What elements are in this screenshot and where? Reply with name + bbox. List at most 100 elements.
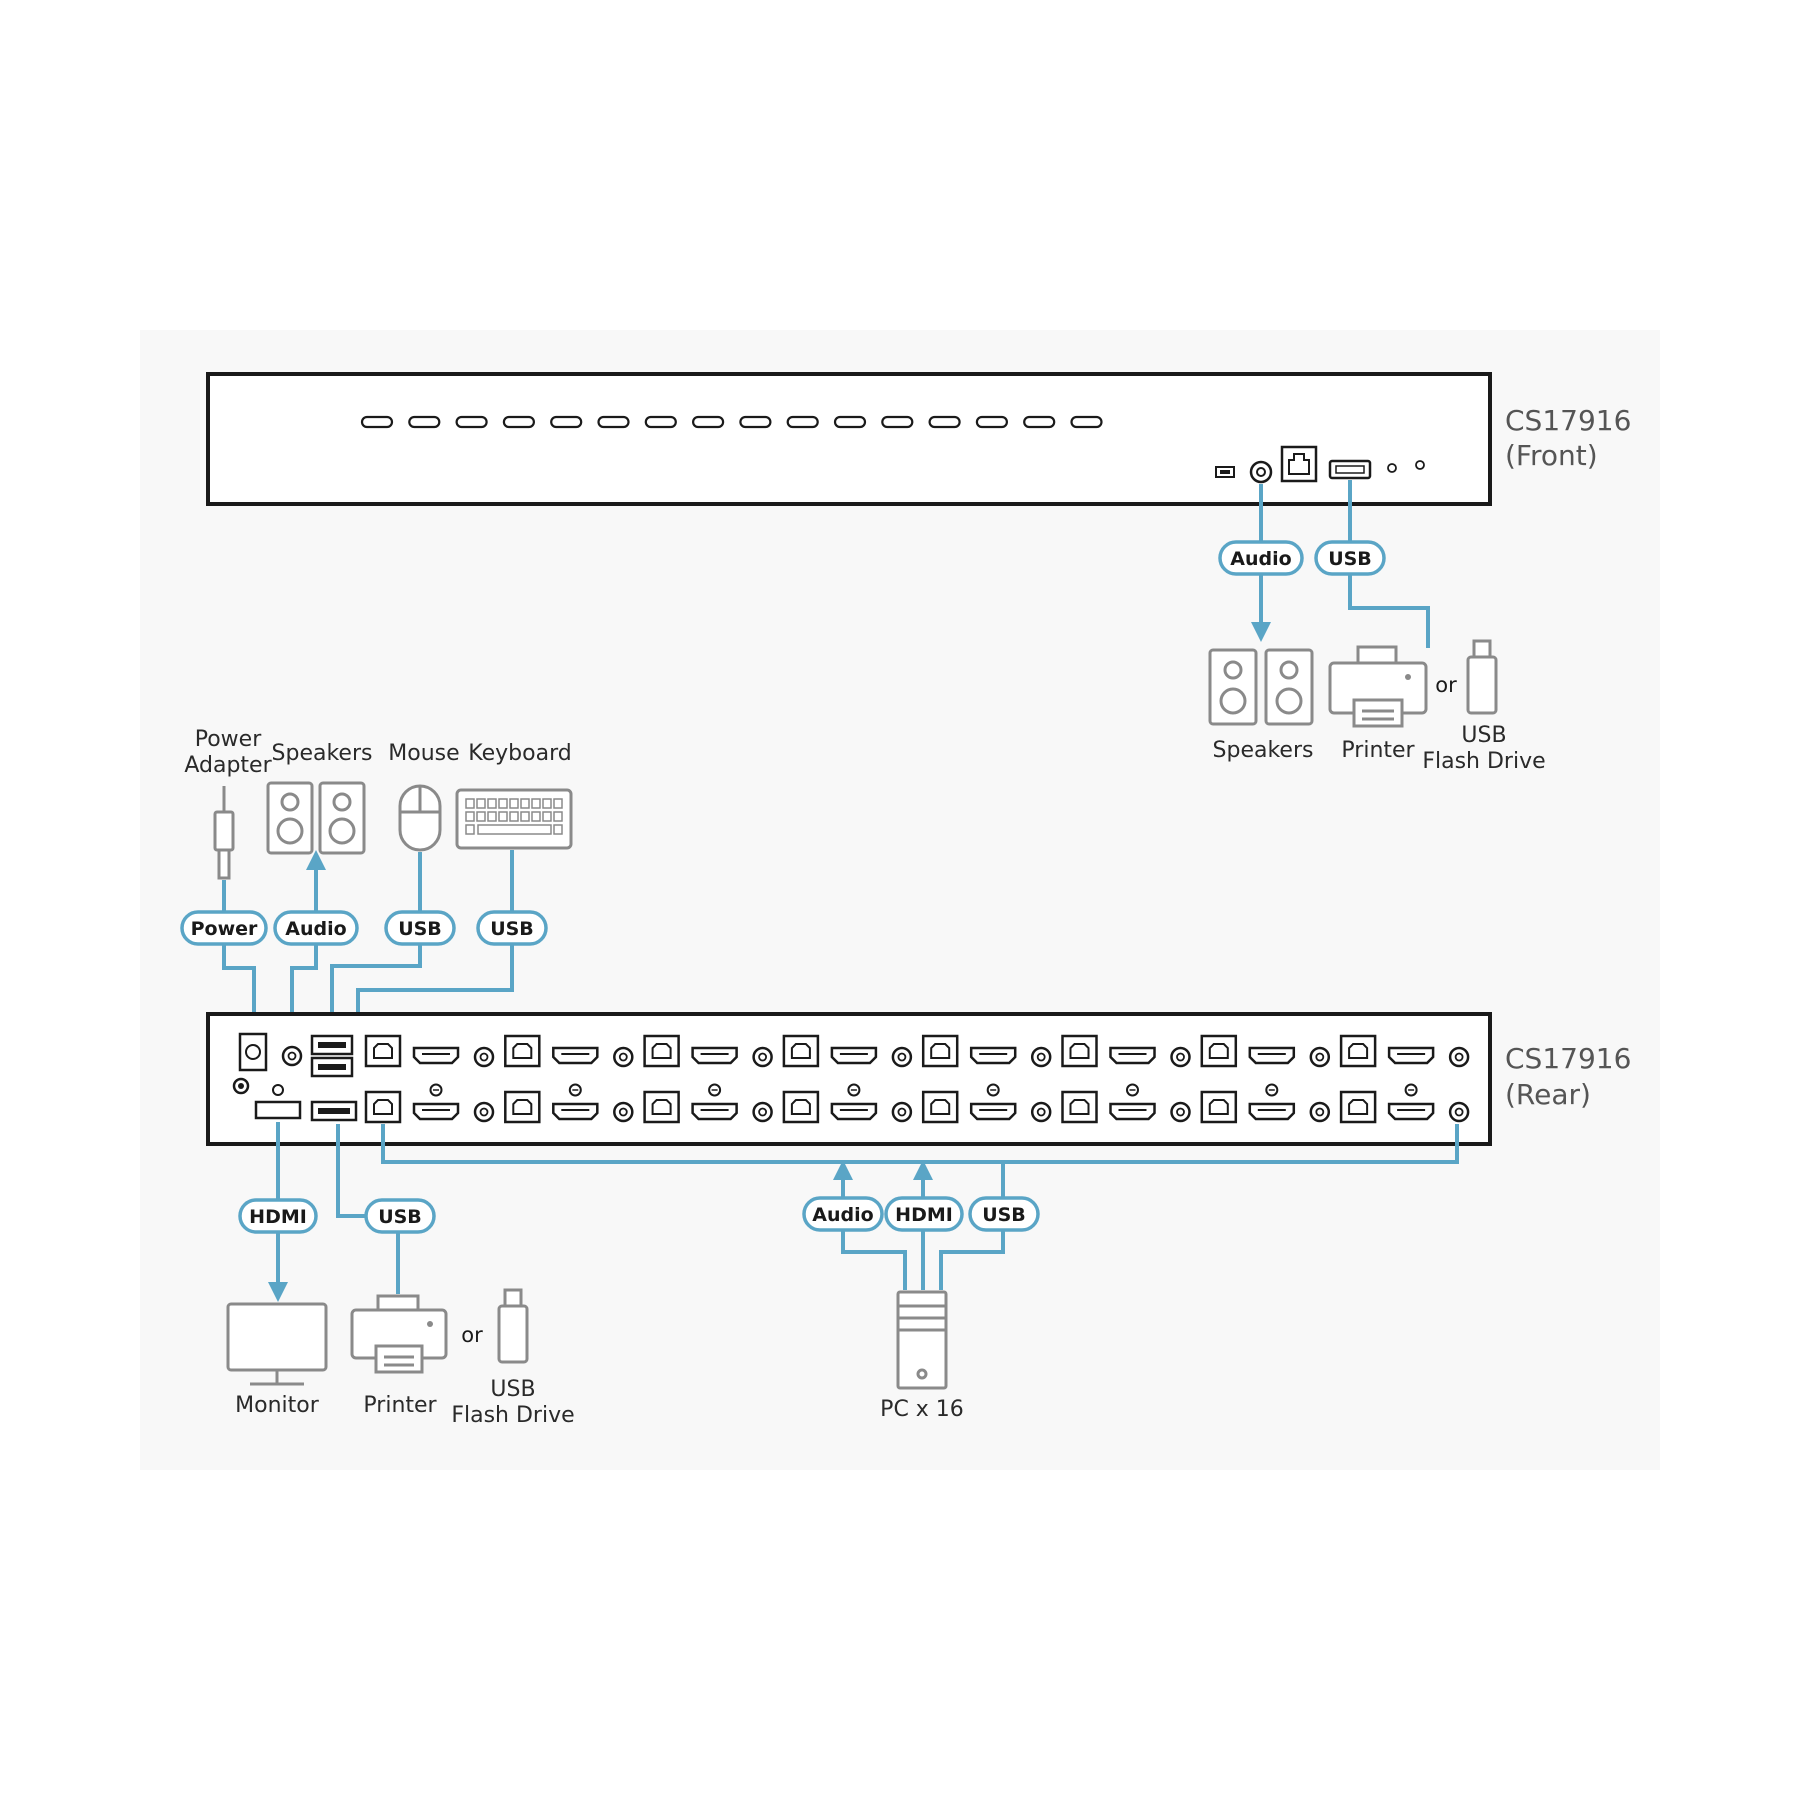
power-tag: Power	[180, 910, 268, 946]
front-model-name: CS17916	[1505, 404, 1631, 437]
power-adapter-label-line2: Adapter	[184, 753, 272, 778]
pc-port-16-audio	[1448, 1101, 1470, 1123]
rear-speakers-audio-tag: Audio	[273, 910, 359, 946]
keyboard-key	[498, 798, 508, 809]
pc-port-1-usb-inner	[373, 1043, 393, 1059]
pc-port-1-hdmi	[412, 1046, 460, 1065]
keyboard-key	[553, 798, 563, 809]
front-port-button-12	[881, 415, 914, 429]
pc-port-8-usb	[782, 1090, 820, 1124]
pc-port-9-audio-center	[1036, 1052, 1046, 1062]
keyboard-key	[542, 798, 552, 809]
pc-port-16-usb-inner	[1348, 1099, 1369, 1115]
front-rj-port-inner	[1288, 453, 1310, 475]
front-audio-jack	[1249, 460, 1273, 484]
rear-console-audio-jack	[281, 1045, 303, 1067]
pc-port-11-usb	[1061, 1034, 1098, 1068]
monitor-hdmi-tag: HDMI	[238, 1198, 318, 1234]
front-port-button-2	[408, 415, 441, 429]
pc-port-4-hdmi	[552, 1102, 599, 1121]
front-side-label: (Front)	[1505, 439, 1598, 472]
rear-console-usb-port-2-inner	[318, 1064, 346, 1070]
front-port-button-4	[502, 415, 535, 429]
pc-port-15-usb	[1339, 1034, 1377, 1068]
pc-port-8-audio-center	[897, 1107, 907, 1117]
pc-port-4-audio-center	[618, 1107, 628, 1117]
power-tag-label: Power	[191, 918, 258, 940]
front-usb-line-bottom	[1348, 574, 1430, 648]
pc-port-3-hdmi	[552, 1046, 599, 1065]
printer-usb-tag: USB	[364, 1198, 436, 1234]
keyboard-key	[465, 824, 475, 835]
printer-usb-tag-label: USB	[378, 1206, 422, 1228]
printer-usb-line-top	[336, 1124, 366, 1218]
pc-port-3-audio-center	[618, 1052, 628, 1062]
pc-port-2-hdmi	[412, 1102, 460, 1121]
pc-port-2-hdmi-screw	[429, 1083, 443, 1097]
pc-port-13-audio-center	[1315, 1052, 1325, 1062]
pc-port-8-usb-inner	[790, 1099, 811, 1115]
mouse-usb-tag-label: USB	[398, 918, 442, 940]
keyboard-key	[465, 798, 475, 809]
pc-port-6-hdmi	[691, 1102, 738, 1121]
pc-port-10-audio-center	[1036, 1107, 1046, 1117]
pc-port-14-usb	[1200, 1090, 1238, 1124]
pc-port-2-usb-inner	[373, 1099, 393, 1115]
pc-port-7-hdmi	[830, 1046, 878, 1065]
rear-console-hdmi-port	[254, 1100, 302, 1120]
front-usb-port	[1328, 459, 1372, 480]
keyboard-key	[509, 798, 519, 809]
rear-console-usb-port-3	[310, 1100, 358, 1122]
front-port-button-14	[975, 415, 1009, 429]
rear-printer-label: Printer	[363, 1393, 437, 1418]
power-line-bottom	[222, 944, 256, 1036]
rear-side-label: (Rear)	[1505, 1078, 1591, 1111]
front-port-button-5	[550, 415, 583, 429]
pc-port-14-audio	[1309, 1101, 1331, 1123]
pc-port-15-usb-inner	[1348, 1043, 1369, 1059]
keyboard-icon	[455, 788, 573, 850]
keyboard-spacebar	[477, 824, 552, 835]
keyboard-key	[531, 798, 541, 809]
mouse-icon	[398, 784, 442, 852]
pc-port-7-usb-inner	[790, 1043, 811, 1059]
front-printer-icon	[1328, 645, 1428, 728]
pc-port-12-audio	[1170, 1101, 1191, 1123]
rear-usb-flash-label-line2: Flash Drive	[451, 1403, 574, 1428]
rear-speakers-label: Speakers	[272, 741, 373, 766]
front-unit	[206, 372, 1492, 506]
pc-port-13-audio	[1309, 1046, 1331, 1068]
pc-port-11-audio-center	[1176, 1052, 1185, 1062]
rear-speakers-audio-tag-label: Audio	[285, 918, 346, 940]
pc-port-5-audio	[752, 1046, 773, 1068]
rear-usb-flash-label-line1: USB	[490, 1377, 535, 1402]
pc-audio-tag: Audio	[802, 1196, 884, 1232]
keyboard-label: Keyboard	[468, 741, 571, 766]
pc-port-3-usb	[504, 1034, 541, 1068]
rear-panel-body	[206, 1012, 1492, 1146]
pc-port-4-audio	[613, 1101, 634, 1123]
pc-port-10-usb-inner	[930, 1099, 951, 1115]
pc-port-1-audio	[473, 1046, 495, 1068]
pc-port-13-hdmi	[1248, 1046, 1296, 1065]
keyboard-usb-tag: USB	[476, 910, 548, 946]
pc-hdmi-tag: HDMI	[884, 1196, 964, 1232]
rear-model-name: CS17916	[1505, 1042, 1631, 1075]
pc-port-9-audio	[1030, 1046, 1052, 1068]
pc-port-13-usb-inner	[1208, 1043, 1229, 1059]
pc-port-16-audio-center	[1454, 1107, 1464, 1117]
rear-console-audio-jack-center	[287, 1051, 297, 1061]
keyboard-key	[487, 798, 497, 809]
keyboard-key	[498, 811, 508, 822]
pc-port-14-hdmi	[1248, 1102, 1296, 1121]
pc-port-11-usb-inner	[1069, 1043, 1090, 1059]
pc-port-8-hdmi	[830, 1102, 878, 1121]
monitor-icon	[226, 1302, 328, 1386]
pc-port-1-usb	[364, 1034, 402, 1068]
rear-bottom-connector-lines	[268, 1122, 1459, 1302]
pc-port-12-hdmi-screw	[1126, 1083, 1139, 1097]
front-port-buttons	[360, 415, 1103, 429]
pc-hdmi-tag-label: HDMI	[895, 1204, 953, 1226]
front-speakers-label: Speakers	[1213, 738, 1314, 763]
monitor-label: Monitor	[235, 1393, 320, 1418]
